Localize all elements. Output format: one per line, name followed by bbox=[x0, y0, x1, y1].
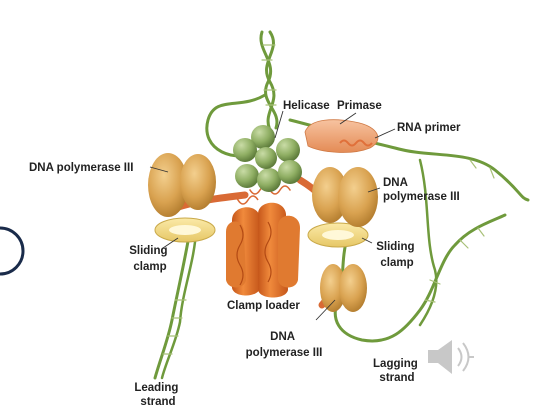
label-clamp-loader: Clamp loader bbox=[227, 300, 300, 312]
leading-strand-dna bbox=[153, 228, 192, 380]
parental-dna-strand-a bbox=[259, 30, 279, 130]
label-leading-strand: Leading strand bbox=[134, 382, 181, 408]
sliding-clamp-right bbox=[307, 222, 369, 248]
label-helicase: Helicase bbox=[283, 100, 330, 112]
leader-lines bbox=[149, 110, 396, 321]
clamp-loader bbox=[226, 195, 300, 298]
label-sliding-clamp-left: Sliding clamp bbox=[129, 245, 171, 273]
label-dna-polymerase-left: DNA polymerase III bbox=[29, 162, 133, 174]
edge-circle-outline bbox=[0, 226, 25, 276]
helicase bbox=[233, 125, 302, 192]
leading-strand-dna-b bbox=[160, 228, 198, 380]
speaker-icon[interactable] bbox=[428, 340, 474, 374]
dna-polymerase-bottom bbox=[320, 264, 367, 312]
label-lagging-strand: Lagging strand bbox=[373, 358, 421, 384]
lagging-strand-dna-b bbox=[418, 158, 438, 327]
label-dna-polymerase-bottom: DNA polymerase III bbox=[246, 331, 323, 359]
label-dna-polymerase-right: DNA polymerase III bbox=[383, 177, 460, 203]
label-rna-primer: RNA primer bbox=[397, 122, 461, 134]
dna-rungs bbox=[162, 44, 495, 355]
labels: Helicase Primase RNA primer DNA polymera… bbox=[29, 100, 461, 408]
sliding-clamp-left bbox=[154, 217, 216, 243]
label-primase: Primase bbox=[337, 100, 382, 112]
parental-dna-strand-b bbox=[265, 30, 276, 132]
label-sliding-clamp-right: Sliding clamp bbox=[376, 241, 418, 269]
dna-polymerase-left bbox=[148, 153, 216, 217]
dna-polymerase-right bbox=[312, 167, 378, 227]
primase bbox=[304, 119, 379, 153]
